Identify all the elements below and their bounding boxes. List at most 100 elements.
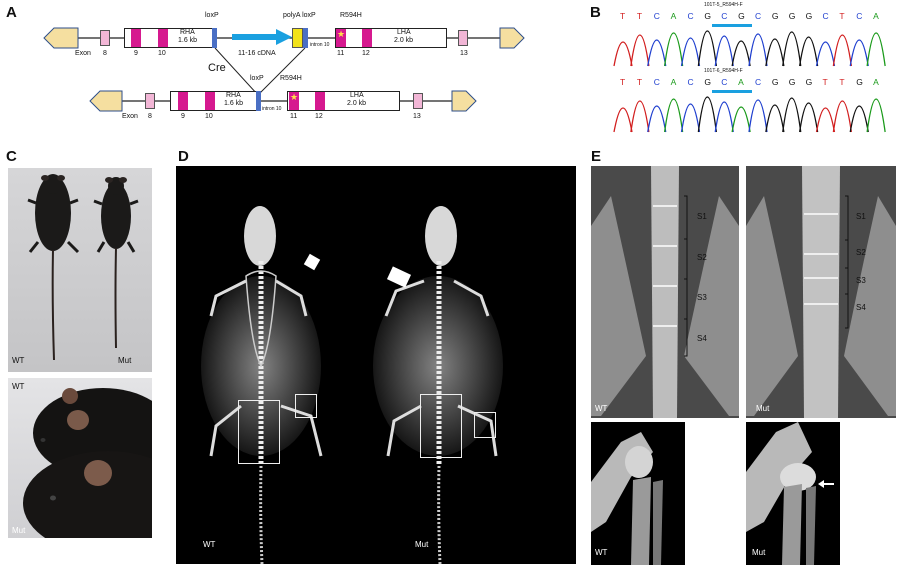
exon-9-label-bottom: 9 <box>181 113 185 120</box>
intron-label-top: intron 10 <box>310 42 330 48</box>
chromatogram-peak <box>647 39 667 67</box>
lha-size-bottom: 2.0 kb <box>347 100 367 107</box>
wt-spine-label: WT <box>595 404 608 413</box>
exon-10-label-bottom: 10 <box>205 113 213 120</box>
chromatogram-peak <box>697 96 718 133</box>
mice-heads <box>23 388 152 538</box>
trace2-highlight <box>712 90 752 93</box>
exon-13-box <box>458 30 468 46</box>
exon-9-box-bottom <box>178 92 188 110</box>
rha-name-bottom: RHA <box>226 92 241 99</box>
base-call: G <box>704 11 711 21</box>
exon-10-label: 10 <box>158 50 166 57</box>
base-call: T <box>839 11 845 21</box>
chromatogram-peak <box>815 41 836 67</box>
chromatogram-peak <box>815 107 836 133</box>
base-call: T <box>822 77 828 87</box>
base-call: C <box>755 77 762 87</box>
mut-knee-label: Mut <box>752 548 766 557</box>
chromatogram-peak <box>866 32 886 67</box>
base-call: A <box>670 11 677 21</box>
exon-8-box-bottom <box>145 93 155 109</box>
base-call: G <box>805 11 813 21</box>
right-arrow <box>499 27 525 49</box>
exon-13-label-top: 13 <box>460 50 468 57</box>
base-call: G <box>788 77 796 87</box>
mice-sideview-photo: WT Mut <box>8 378 152 538</box>
base-call: A <box>670 77 677 87</box>
base-call: C <box>653 11 660 21</box>
chromatogram-peak <box>680 37 701 67</box>
mice-silhouettes <box>27 174 139 361</box>
base-call: A <box>873 77 879 87</box>
exon-10-box <box>158 29 168 47</box>
base-call: C <box>856 11 863 21</box>
r594h-label-bottom: R594H <box>280 75 302 82</box>
intron-label-bottom: intron 10 <box>262 106 282 112</box>
mut-spine-label: Mut <box>756 404 770 413</box>
wt-seg-s3: S3 <box>697 293 707 302</box>
photo-top-wt: WT <box>12 356 25 365</box>
chromatogram-peak <box>680 103 701 133</box>
mice-topview-photo: WT Mut <box>8 168 152 372</box>
chromatogram-peak <box>714 35 734 67</box>
base-call: G <box>738 11 745 21</box>
mutation-star-icon-bottom: ★ <box>290 93 299 103</box>
lha-box-bottom <box>287 91 400 111</box>
trace1-label: 101T-5_R594H-F <box>704 2 743 8</box>
exon-9-box <box>131 29 141 47</box>
exon-9-label: 9 <box>134 50 138 57</box>
exon-13-label-bottom: 13 <box>413 113 421 120</box>
wt-knee-xray: WT <box>591 422 685 565</box>
chromatogram-peak <box>798 36 819 67</box>
chromatogram-peak <box>613 41 633 67</box>
trace2-peaks <box>613 96 886 133</box>
left-arrow <box>43 27 79 49</box>
chromatogram-peak <box>798 102 819 133</box>
exon-11-label-top: 11 <box>337 50 345 57</box>
mut-seg-s2: S2 <box>856 248 866 257</box>
chromatogram-peak <box>731 40 751 67</box>
photo-bottom-mut: Mut <box>12 526 26 535</box>
base-call: C <box>755 11 762 21</box>
chromatogram-peak <box>765 38 785 67</box>
lha-size-top: 2.0 kb <box>394 37 414 44</box>
r594h-label-top: R594H <box>340 12 362 19</box>
base-call: T <box>636 77 643 87</box>
base-call: A <box>873 11 879 21</box>
exon-8-box <box>100 30 110 46</box>
exon-word: Exon <box>75 50 91 57</box>
xray-mut-label: Mut <box>415 540 429 549</box>
mut-seg-s1: S1 <box>856 212 866 221</box>
lha-name-top: LHA <box>397 29 411 36</box>
cre-label: Cre <box>208 62 226 74</box>
chromatogram-peak <box>748 99 768 133</box>
mutation-star-icon: ★ <box>337 30 346 40</box>
exon-12-label-top: 12 <box>362 50 370 57</box>
wt-knee-bones <box>591 432 663 565</box>
base-call: T <box>620 11 626 21</box>
wt-seg-s2: S2 <box>697 253 707 262</box>
mut-knee-roi <box>474 412 496 438</box>
panel-e-label: E <box>591 148 602 165</box>
trace1-highlight <box>712 24 752 27</box>
chromatogram-peak <box>832 34 853 67</box>
base-call: C <box>653 77 660 87</box>
base-call: C <box>687 77 694 87</box>
panel-a-label: A <box>6 4 17 21</box>
exon-12-box <box>362 29 372 47</box>
base-call: G <box>805 77 813 87</box>
trace2-label: 101T-6_R594H-F <box>704 68 743 74</box>
panel-c-label: C <box>6 148 17 165</box>
mut-spine-xray: S1 S2 S3 S4 Mut <box>746 166 896 418</box>
wt-seg-s4: S4 <box>697 334 707 343</box>
base-call: G <box>771 77 779 87</box>
mut-seg-s3: S3 <box>856 276 866 285</box>
exon-13-box-bottom <box>413 93 423 109</box>
mut-pelvis-roi <box>420 394 462 458</box>
chromatogram-peak <box>849 105 869 133</box>
loxp-left-label: loxP <box>205 12 219 19</box>
chromatogram-peak <box>782 31 802 67</box>
chromatogram-peak <box>748 33 768 67</box>
base-call: C <box>687 11 694 21</box>
